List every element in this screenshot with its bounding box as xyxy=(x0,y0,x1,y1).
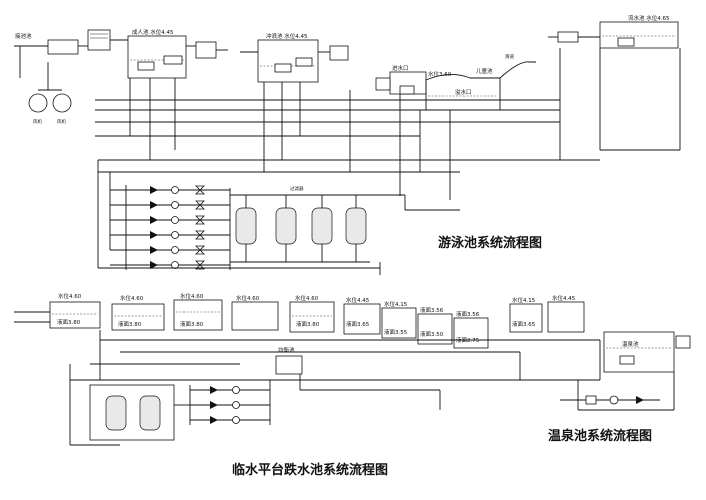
fan-icon xyxy=(28,93,48,113)
inlet-label: 进水口 xyxy=(392,64,409,72)
cascade-pool-8 xyxy=(417,313,453,345)
lv415-label: 水位4.15 xyxy=(384,300,408,308)
lv380d-label: 液面3.80 xyxy=(296,320,320,328)
cascade-pool-7 xyxy=(381,307,417,339)
lv380c-label: 液面3.80 xyxy=(180,320,204,328)
spring-circulation xyxy=(560,395,660,405)
swimming-pool-system: 接池池 风机 风机 成人池 水位4.45 冲浪池 水位4.45 xyxy=(14,14,681,275)
balance2-label: 均衡池 xyxy=(278,346,295,354)
lv460c-label: 水位4.60 xyxy=(180,292,204,300)
filter-tank xyxy=(311,207,333,245)
lv460d-label: 水位4.60 xyxy=(236,294,260,302)
heater-unit xyxy=(87,29,111,51)
lv350-label: 液面3.50 xyxy=(420,330,444,338)
lv445b-label: 水位4.45 xyxy=(552,294,576,302)
fan2-label: 风机 xyxy=(57,118,66,125)
filter-group: 过滤器 xyxy=(230,185,370,263)
lv460e-label: 水位4.60 xyxy=(295,294,319,302)
lv365-label: 液面3.65 xyxy=(346,320,370,328)
cascade-pool-4 xyxy=(231,301,279,331)
lv355-label: 液面3.55 xyxy=(384,328,408,336)
cascade-pool-3 xyxy=(173,299,223,331)
lazy-pool xyxy=(599,21,679,49)
filter-tank xyxy=(345,207,367,245)
lv380b-label: 液面3.80 xyxy=(118,320,142,328)
lv445a-label: 水位4.45 xyxy=(346,296,370,304)
swim-title: 游泳池系统流程图 xyxy=(438,235,542,251)
hot-spring-system: 水位4.60 液面3.80 水位4.60 液面3.80 水位4.60 液面3.8… xyxy=(14,292,691,478)
outlet-label: 溢水口 xyxy=(455,88,472,96)
pump-array xyxy=(110,185,231,270)
lv460a-label: 水位4.60 xyxy=(58,292,82,300)
filter-tank xyxy=(105,395,127,431)
balance-tank xyxy=(275,355,303,375)
cascade-pool-9 xyxy=(453,317,489,349)
kids-pool-label: 儿童池 xyxy=(476,67,493,75)
filter-tank xyxy=(275,207,297,245)
hot-pool xyxy=(603,331,675,373)
lazy-pool-label: 流水池 水位4.65 xyxy=(628,14,670,22)
cascade-pool-5 xyxy=(289,301,335,333)
plunge-title: 临水平台跌水池系统流程图 xyxy=(232,462,388,478)
surf-pool-label: 冲浪池 水位4.45 xyxy=(266,32,308,40)
lv460b-label: 水位4.60 xyxy=(120,294,144,302)
lv380a-label: 液面3.80 xyxy=(57,318,81,326)
tank1-label: 接池池 xyxy=(15,32,32,40)
fan1-label: 风机 xyxy=(33,118,42,125)
lv356-label: 液面3.56 xyxy=(420,306,444,314)
filter-housing xyxy=(89,384,175,441)
pump-icons xyxy=(150,185,205,270)
cascade-pool-11 xyxy=(547,301,585,333)
fan-icon xyxy=(52,93,72,113)
cascade-pool-10 xyxy=(509,303,543,333)
filter-tank xyxy=(139,395,161,431)
hot-spring-pumps xyxy=(89,380,271,441)
lv365b-label: 液面3.65 xyxy=(512,320,536,328)
kids-pool xyxy=(425,74,501,111)
cascade-pool-1 xyxy=(49,301,101,329)
cascade-pool-2 xyxy=(111,303,165,331)
slide xyxy=(499,61,536,79)
hot-pool-label: 温泉池 xyxy=(622,340,639,348)
cascade-pool-6 xyxy=(343,303,381,335)
filter-label: 过滤器 xyxy=(290,185,304,192)
hot-spring-title: 温泉池系统流程图 xyxy=(548,428,652,444)
lv356b-label: 液面3.56 xyxy=(456,310,480,318)
supply-tank xyxy=(47,39,79,55)
level-360-label: 水位3.60 xyxy=(428,70,452,78)
filter-tank xyxy=(235,207,257,245)
adult-pool-label: 成人池 水位4.45 xyxy=(132,28,174,36)
lv415b-label: 水位4.15 xyxy=(512,296,536,304)
slide-label: 滑道 xyxy=(505,53,514,60)
